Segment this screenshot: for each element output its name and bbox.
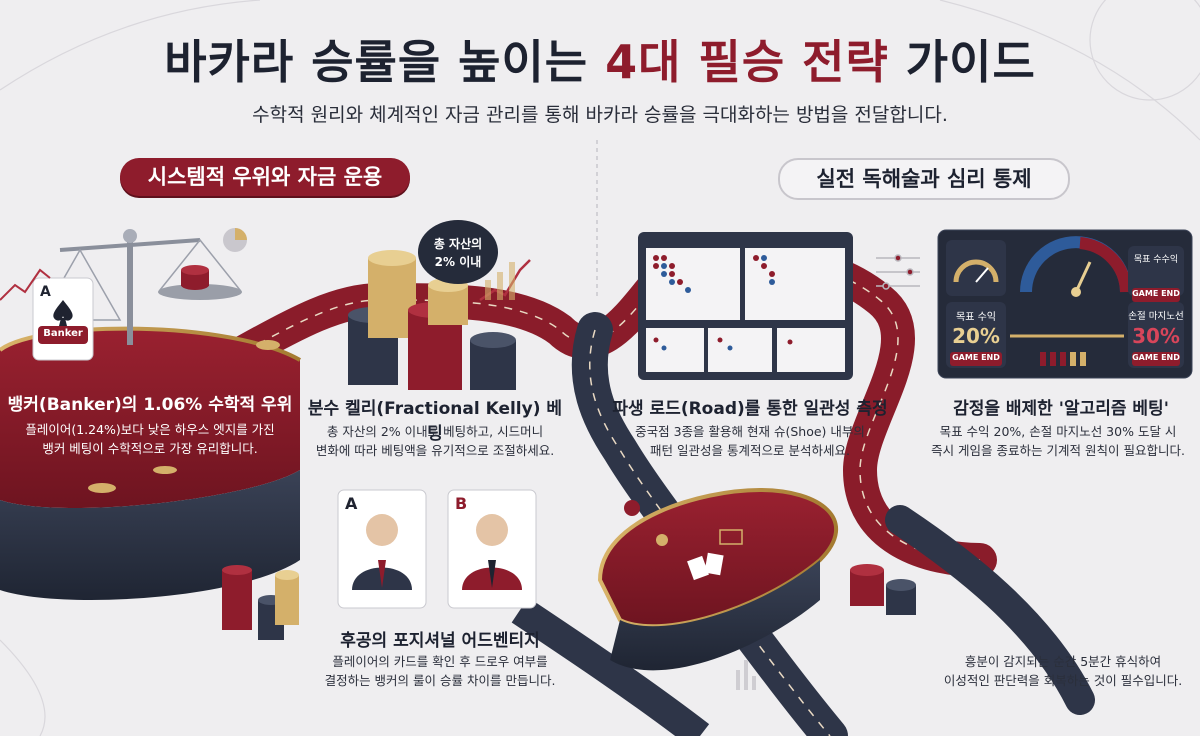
bankroll-dashboard — [937, 229, 1193, 379]
rest-body-line1: 흥분이 감지되는 순간 5분간 휴식하여 — [964, 654, 1162, 669]
game-end-badge-top: GAME END — [1132, 289, 1180, 298]
section-banner-left: 시스템적 우위와 자금 운용 — [120, 158, 410, 196]
target-profit-value: 20% — [952, 324, 1000, 348]
algo-body-line1: 목표 수익 20%, 손절 마지노선 30% 도달 시 — [939, 424, 1177, 439]
slider-decor-right — [876, 254, 920, 290]
banker-card: A — [32, 277, 94, 361]
page-subtitle: 수학적 원리와 체계적인 자금 관리를 통해 바카라 승률을 극대화하는 방법을… — [252, 104, 948, 126]
left-baccarat-table — [0, 326, 301, 600]
banker-card-label: Banker — [43, 328, 83, 339]
algo-body-line2: 즉시 게임을 종료하는 기계적 원칙이 필요합니다. — [931, 443, 1185, 458]
position-title: 후공의 포지셔널 어드벤티지 — [340, 631, 540, 651]
kelly-chip-stacks — [348, 250, 516, 390]
game-end-badge-left: GAME END — [952, 353, 1000, 362]
road-body-line1: 중국점 3종을 활용해 현재 슈(Shoe) 내부의 — [635, 424, 865, 439]
kelly-title: 분수 켈리(Fractional Kelly) 베팅 — [307, 399, 563, 444]
kelly-body-line1: 총 자산의 2% 이내로 베팅하고, 시드머니 — [326, 424, 544, 439]
banker-body-line2: 뱅커 베팅이 수학적으로 가장 유리합니다. — [42, 441, 258, 456]
section-banner-right: 실전 독해술과 심리 통제 — [778, 158, 1070, 200]
banker-card-b — [447, 489, 537, 609]
stop-loss-label: 손절 마지노선 — [1128, 311, 1184, 322]
card-a-rank: A — [345, 494, 358, 513]
bar-decor-bottom — [736, 660, 756, 690]
kelly-body-line2: 변화에 따라 베팅액을 유기적으로 조절하세요. — [315, 443, 555, 458]
kelly-bubble-line2: 2% 이내 — [434, 255, 482, 269]
trend-line-left — [0, 268, 51, 301]
algo-title: 감정을 배제한 '알고리즘 베팅' — [953, 399, 1169, 419]
svg-text:A: A — [40, 284, 51, 300]
road-title: 파생 로드(Road)를 통한 일관성 측정 — [612, 399, 888, 419]
position-body-line2: 결정하는 뱅커의 룰이 승률 차이를 만듭니다. — [324, 673, 556, 688]
center-baccarat-table — [597, 487, 838, 671]
title-accent: 4대 필승 전략 — [605, 35, 889, 89]
rising-chart-icon — [479, 259, 531, 302]
rest-body-line2: 이성적인 판단력을 회복하는 것이 필수입니다. — [943, 673, 1183, 688]
spade-icon — [53, 300, 73, 326]
banker-body-line1: 플레이어(1.24%)보다 낮은 하우스 엣지를 가진 — [25, 422, 275, 437]
banker-title: 뱅커(Banker)의 1.06% 수학적 우위 — [7, 395, 293, 415]
game-end-badge-right: GAME END — [1132, 353, 1180, 362]
road-body-line2: 패턴 일관성을 통계적으로 분석하세요. — [650, 443, 850, 458]
dashboard-top-label: 목표 수수익 — [1133, 255, 1179, 265]
card-b-rank: B — [455, 494, 468, 513]
kelly-bubble-line1: 총 자산의 — [433, 237, 483, 251]
kelly-speech-bubble — [418, 220, 498, 284]
stop-loss-value: 30% — [1132, 324, 1180, 348]
pie-chart-icon — [223, 228, 247, 252]
page-title: 바카라 승률을 높이는 4대 필승 전략 가이드 — [0, 26, 1200, 92]
chip-stacks-left — [88, 340, 299, 640]
position-body-line1: 플레이어의 카드를 확인 후 드로우 여부를 — [332, 654, 548, 669]
player-card-a — [337, 489, 427, 609]
chips-right — [850, 564, 916, 615]
title-prefix: 바카라 승률을 높이는 — [164, 35, 606, 89]
target-profit-label: 목표 수익 — [956, 312, 996, 323]
title-suffix: 가이드 — [888, 35, 1036, 89]
road-scoreboard — [638, 232, 853, 380]
